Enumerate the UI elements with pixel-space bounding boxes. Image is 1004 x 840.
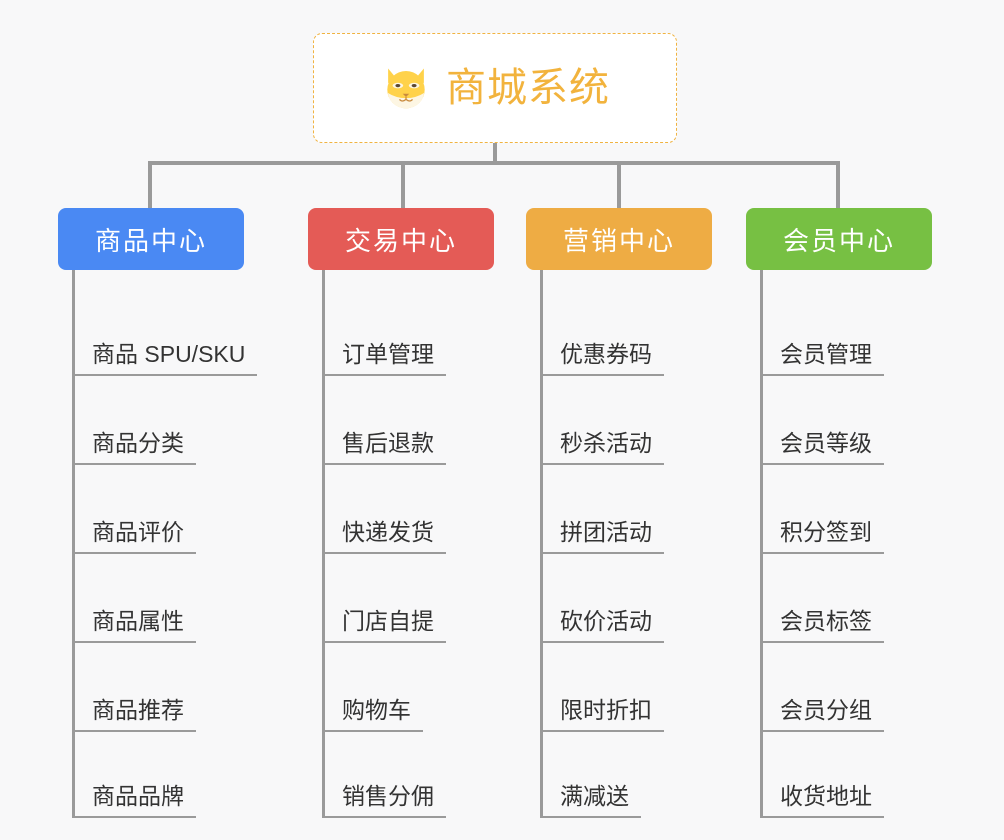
category-connector-0 [148,161,152,208]
category-label: 会员中心 [782,225,895,256]
leaf-item[interactable]: 优惠券码 [540,287,712,376]
leaf-item[interactable]: 满减送 [540,732,712,818]
leaf-item[interactable]: 限时折扣 [540,643,712,732]
category-connector-3 [836,161,840,208]
leaf-label: 商品分类 [72,430,196,465]
leaf-label: 门店自提 [322,608,446,643]
leaf-label: 砍价活动 [540,608,664,643]
leaf-label: 限时折扣 [540,697,664,732]
leaf-label: 售后退款 [322,430,446,465]
leaf-label: 收货地址 [760,783,884,818]
leaf-item[interactable]: 秒杀活动 [540,376,712,465]
leaf-label: 订单管理 [322,341,446,376]
leaf-label: 积分签到 [760,519,884,554]
leaf-item[interactable]: 购物车 [322,643,494,732]
leaf-item[interactable]: 商品分类 [72,376,244,465]
leaf-label: 会员等级 [760,430,884,465]
leaf-label: 秒杀活动 [540,430,664,465]
root-connector-stem [493,143,497,163]
category-header-member[interactable]: 会员中心 [746,208,932,270]
leaf-list-trade: 订单管理 售后退款 快递发货 门店自提 购物车 销售分佣 [322,270,494,818]
leaf-label: 销售分佣 [322,783,446,818]
leaf-label: 满减送 [540,783,641,818]
leaf-item[interactable]: 商品 SPU/SKU [72,287,258,376]
category-column-trade: 交易中心 订单管理 售后退款 快递发货 门店自提 购物车 销售分佣 [308,208,494,818]
leaf-item[interactable]: 商品推荐 [72,643,244,732]
category-connector-1 [401,161,405,208]
leaf-label: 商品评价 [72,519,196,554]
leaf-item[interactable]: 商品评价 [72,465,244,554]
leaf-item[interactable]: 订单管理 [322,287,494,376]
category-header-marketing[interactable]: 营销中心 [526,208,712,270]
leaf-label: 快递发货 [322,519,446,554]
leaf-item[interactable]: 售后退款 [322,376,494,465]
leaf-item[interactable]: 商品属性 [72,554,244,643]
category-column-marketing: 营销中心 优惠券码 秒杀活动 拼团活动 砍价活动 限时折扣 满减送 [526,208,712,818]
category-label: 交易中心 [344,225,457,256]
leaf-list-marketing: 优惠券码 秒杀活动 拼团活动 砍价活动 限时折扣 满减送 [540,270,712,818]
leaf-label: 商品推荐 [72,697,196,732]
leaf-item[interactable]: 商品品牌 [72,732,244,818]
category-header-trade[interactable]: 交易中心 [308,208,494,270]
leaf-label: 会员标签 [760,608,884,643]
shiba-dog-face-icon [387,68,425,109]
leaf-item[interactable]: 会员标签 [760,554,932,643]
leaf-item[interactable]: 门店自提 [322,554,494,643]
leaf-label: 商品 SPU/SKU [72,341,258,376]
root-connector-bus [148,161,840,165]
category-connector-2 [617,161,621,208]
root-node[interactable]: 商城系统 [313,33,677,143]
category-label: 营销中心 [562,225,675,256]
leaf-item[interactable]: 快递发货 [322,465,494,554]
leaf-item[interactable]: 砍价活动 [540,554,712,643]
leaf-label: 会员管理 [760,341,884,376]
leaf-item[interactable]: 会员等级 [760,376,932,465]
leaf-label: 拼团活动 [540,519,664,554]
leaf-label: 商品属性 [72,608,196,643]
leaf-item[interactable]: 收货地址 [760,732,932,818]
leaf-item[interactable]: 会员管理 [760,287,932,376]
category-column-product: 商品中心 商品 SPU/SKU 商品分类 商品评价 商品属性 商品推荐 商品品牌 [58,208,258,818]
leaf-label: 购物车 [322,697,423,732]
leaf-list-member: 会员管理 会员等级 积分签到 会员标签 会员分组 收货地址 [760,270,932,818]
leaf-item[interactable]: 销售分佣 [322,732,494,818]
category-header-product[interactable]: 商品中心 [58,208,244,270]
leaf-item[interactable]: 拼团活动 [540,465,712,554]
leaf-list-product: 商品 SPU/SKU 商品分类 商品评价 商品属性 商品推荐 商品品牌 [72,270,258,818]
leaf-label: 优惠券码 [540,341,664,376]
leaf-item[interactable]: 会员分组 [760,643,932,732]
leaf-label: 商品品牌 [72,783,196,818]
category-label: 商品中心 [94,225,207,256]
root-title: 商城系统 [446,66,610,110]
leaf-item[interactable]: 积分签到 [760,465,932,554]
category-column-member: 会员中心 会员管理 会员等级 积分签到 会员标签 会员分组 收货地址 [746,208,932,818]
leaf-label: 会员分组 [760,697,884,732]
